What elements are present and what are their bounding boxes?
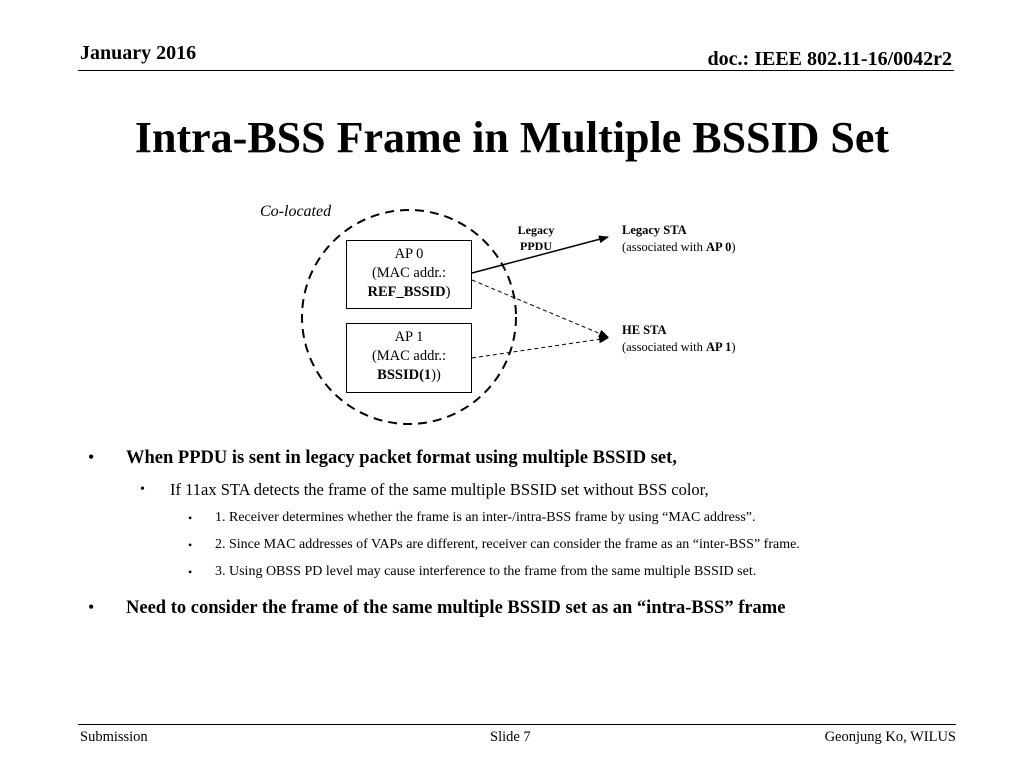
bullet-intra-bss: Need to consider the frame of the same m…: [126, 598, 786, 618]
legacy-sta-assoc-pre: (associated with: [622, 240, 707, 254]
legacy-sta-assoc: (associated with AP 0): [622, 239, 736, 256]
bullet-marker: •: [188, 538, 193, 552]
ap1-name: AP 1: [394, 329, 424, 345]
footer-divider: [78, 724, 956, 725]
header-doc-id: doc.: IEEE 802.11-16/0042r2: [707, 48, 952, 70]
legacy-sta-assoc-post: ): [731, 240, 736, 254]
ap0-box: AP 0 (MAC addr.: REF_BSSID): [346, 240, 472, 309]
ap0-mac-bssid: REF_BSSID: [367, 284, 446, 300]
he-sta-assoc: (associated with AP 1): [622, 339, 736, 356]
legacy-ppdu-line2: PPDU: [520, 239, 552, 253]
ap0-mac-close: ): [445, 284, 451, 300]
legacy-ppdu-line1: Legacy: [517, 223, 555, 237]
bullet-marker: •: [188, 565, 193, 579]
bullet-step-2: 2. Since MAC addresses of VAPs are diffe…: [215, 537, 800, 552]
arrow-ap0-to-legacy-sta: [471, 235, 609, 274]
footer-author: Geonjung Ko, WILUS: [824, 729, 956, 745]
he-sta-assoc-pre: (associated with: [622, 340, 707, 354]
bullet-marker: •: [88, 597, 95, 617]
bullet-legacy-ppdu: When PPDU is sent in legacy packet forma…: [126, 448, 677, 468]
he-sta-label: HE STA (associated with AP 1): [622, 322, 736, 356]
legacy-sta-name: Legacy STA: [622, 223, 687, 237]
footer-submission: Submission: [80, 729, 148, 745]
ap1-mac-label: (MAC addr.:: [371, 348, 447, 364]
dashed-ap0-to-he-sta: [471, 279, 609, 338]
header-divider: [78, 70, 954, 71]
colocated-label: Co-located: [260, 203, 332, 220]
bullet-step-3: 3. Using OBSS PD level may cause interfe…: [215, 564, 757, 579]
bullet-marker: •: [88, 447, 95, 467]
colocated-circle: [301, 209, 517, 425]
slide-title: Intra-BSS Frame in Multiple BSSID Set: [134, 113, 890, 162]
ap1-mac-bssid: BSSID(1: [377, 367, 432, 383]
footer-slide-number: Slide 7: [490, 729, 531, 745]
ap1-mac-value: BSSID(1)): [347, 366, 471, 385]
legacy-ppdu-label: Legacy PPDU: [508, 222, 564, 254]
he-sta-name: HE STA: [622, 323, 667, 337]
header-date: January 2016: [80, 42, 197, 64]
bullet-marker: •: [188, 511, 193, 525]
legacy-sta-assoc-ap: AP 0: [706, 240, 732, 254]
dashed-ap1-to-he-sta: [471, 335, 609, 359]
bullet-marker: •: [140, 482, 145, 497]
ap0-mac-label: (MAC addr.:: [371, 265, 447, 281]
ap1-mac-close: )): [431, 367, 441, 383]
ap0-name: AP 0: [394, 246, 424, 262]
ap1-box: AP 1 (MAC addr.: BSSID(1)): [346, 323, 472, 393]
he-sta-assoc-post: ): [731, 340, 736, 354]
bullet-11ax-detect: If 11ax STA detects the frame of the sam…: [170, 480, 709, 499]
bullet-step-1: 1. Receiver determines whether the frame…: [215, 510, 756, 525]
legacy-sta-label: Legacy STA (associated with AP 0): [622, 222, 736, 256]
ap0-mac-value: REF_BSSID): [347, 283, 471, 302]
he-sta-assoc-ap: AP 1: [706, 340, 732, 354]
